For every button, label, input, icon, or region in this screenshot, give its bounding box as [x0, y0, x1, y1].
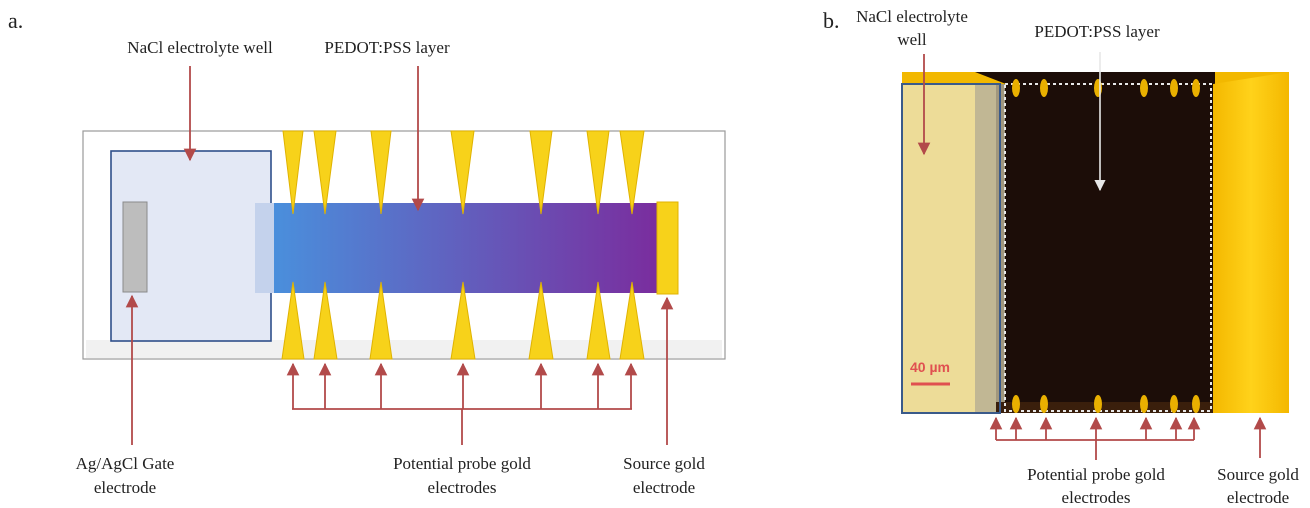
panel-b-letter: b.	[823, 8, 840, 33]
probe-electrode-top	[370, 130, 392, 215]
label-b-probe-1: Potential probe gold	[1027, 465, 1165, 484]
probe-tip	[1192, 79, 1200, 97]
probe-electrode-bottom	[313, 281, 338, 360]
label-pedot: PEDOT:PSS layer	[324, 38, 450, 57]
well-outline	[901, 83, 1001, 414]
probe-tip	[1094, 395, 1102, 413]
source-gold-region	[1213, 72, 1289, 413]
probe-electrode-top	[282, 130, 304, 215]
panel-b: b.	[823, 7, 1299, 507]
probe-electrode-top	[529, 130, 553, 215]
probe-electrodes	[281, 130, 645, 360]
probe-electrode-bottom	[369, 281, 393, 360]
pedot-layer	[274, 203, 658, 293]
probe-tip	[1170, 79, 1178, 97]
probe-tip	[1140, 395, 1148, 413]
probe-tip	[1170, 395, 1178, 413]
probe-tip	[1012, 79, 1020, 97]
label-well: NaCl electrolyte well	[127, 38, 273, 57]
label-probe-2: electrodes	[428, 478, 497, 497]
panel-a: a. NaCl el	[8, 8, 726, 497]
label-b-well-2: well	[897, 30, 927, 49]
callout-arrows-a	[125, 66, 674, 445]
probe-electrode-bottom	[619, 281, 645, 360]
callout-arrows-b	[917, 54, 1267, 460]
label-b-source-2: electrode	[1227, 488, 1289, 507]
source-electrode	[656, 201, 679, 295]
label-source-2: electrode	[633, 478, 695, 497]
probe-electrode-top	[450, 130, 475, 215]
label-gate-1: Ag/AgCl Gate	[76, 454, 175, 473]
scale-label: 40 µm	[910, 359, 950, 375]
probe-tip	[1040, 395, 1048, 413]
top-dark-cut	[975, 72, 1215, 84]
probe-tips-bottom	[1012, 395, 1200, 413]
gate-electrode	[122, 201, 148, 293]
bottom-edge	[996, 402, 1213, 413]
probe-electrode-top	[586, 130, 610, 215]
probe-electrode-top	[619, 130, 645, 215]
panel-a-letter: a.	[8, 8, 23, 33]
probe-electrode-bottom	[281, 281, 305, 360]
probe-tip	[1012, 395, 1020, 413]
probe-electrode-top	[313, 130, 337, 215]
probe-electrode-bottom	[450, 281, 476, 360]
label-gate-2: electrode	[94, 478, 156, 497]
label-b-pedot: PEDOT:PSS layer	[1034, 22, 1160, 41]
probe-electrode-bottom	[586, 281, 611, 360]
label-source-1: Source gold	[623, 454, 705, 473]
micrograph: 40 µm	[901, 72, 1289, 414]
probe-electrode-bottom	[528, 281, 554, 360]
probe-tip	[1192, 395, 1200, 413]
probe-tip	[1040, 79, 1048, 97]
label-b-source-1: Source gold	[1217, 465, 1299, 484]
label-probe-1: Potential probe gold	[393, 454, 531, 473]
pedot-overlap	[255, 203, 275, 293]
label-b-probe-2: electrodes	[1062, 488, 1131, 507]
label-b-well-1: NaCl electrolyte	[856, 7, 968, 26]
probe-tip	[1140, 79, 1148, 97]
substrate-shadow	[86, 340, 722, 358]
pedot-outline	[1004, 83, 1212, 412]
